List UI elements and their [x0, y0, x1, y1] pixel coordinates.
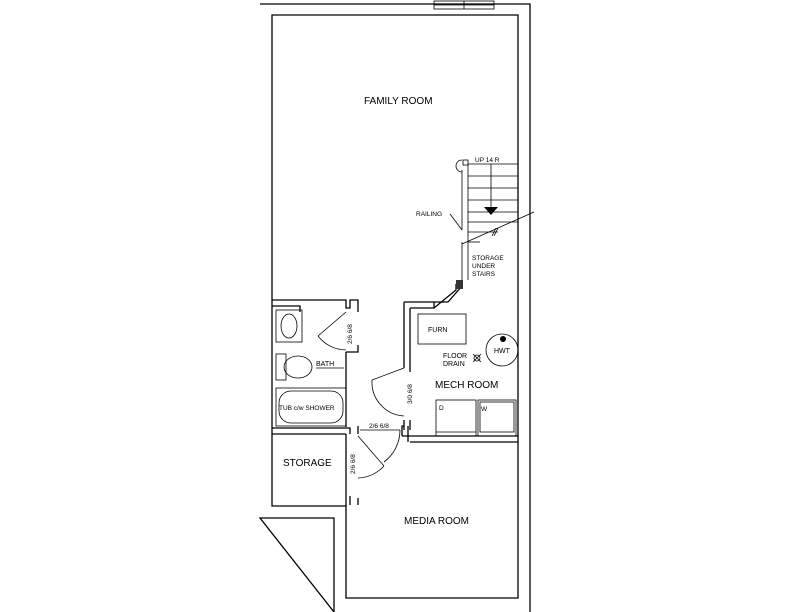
bath-tub — [275, 387, 347, 427]
hall-door-size: 2/6 6/8 — [369, 423, 389, 430]
media-room-label: MEDIA ROOM — [404, 516, 469, 527]
storage-door-size: 2/6 6/8 — [350, 454, 357, 474]
furnace — [417, 313, 467, 345]
hwt-label: HWT — [494, 348, 511, 355]
mech-door-size: 3/0 6/8 — [407, 384, 414, 404]
bath-sink — [275, 309, 303, 343]
bath-door[interactable] — [317, 311, 347, 351]
storage-door[interactable] — [357, 435, 385, 479]
dryer-label: D — [439, 405, 444, 412]
storage-under-stairs-label-1: STORAGE — [472, 255, 504, 262]
mech-door[interactable] — [371, 367, 405, 417]
storage-label: STORAGE — [283, 458, 332, 469]
railing-label: RAILING — [416, 211, 442, 218]
hot-water-tank — [485, 333, 519, 367]
mech-room-label: MECH ROOM — [435, 380, 498, 391]
dryer — [435, 399, 477, 437]
bath-door-size: 2/6 6/8 — [347, 324, 354, 344]
exterior-wall-inner — [271, 14, 519, 599]
stairs — [455, 159, 535, 289]
floor-drain-icon — [472, 353, 482, 363]
stair-arrow-icon — [484, 164, 498, 215]
family-room-label: FAMILY ROOM — [364, 96, 433, 107]
railing-leader — [449, 213, 463, 231]
tub-label: TUB c/w SHOWER — [279, 405, 335, 412]
storage-under-stairs-label-2: UNDER — [472, 263, 495, 270]
bath-storage-partition — [272, 426, 359, 505]
bath-toilet — [275, 353, 313, 381]
floor-drain-label-2: DRAIN — [443, 361, 465, 368]
exterior-wall-outer — [258, 3, 531, 612]
washer-label: W — [481, 406, 488, 413]
stairs-up-label: UP 14 R — [475, 157, 500, 164]
bath-wall — [272, 299, 359, 427]
window-top — [433, 0, 495, 10]
hall-door[interactable] — [360, 429, 401, 463]
storage-under-stairs-label-3: STAIRS — [472, 271, 496, 278]
floor-drain-label-1: FLOOR — [443, 353, 467, 360]
washer — [477, 399, 517, 437]
bath-label: BATH — [316, 361, 334, 368]
furnace-label: FURN — [428, 327, 447, 334]
